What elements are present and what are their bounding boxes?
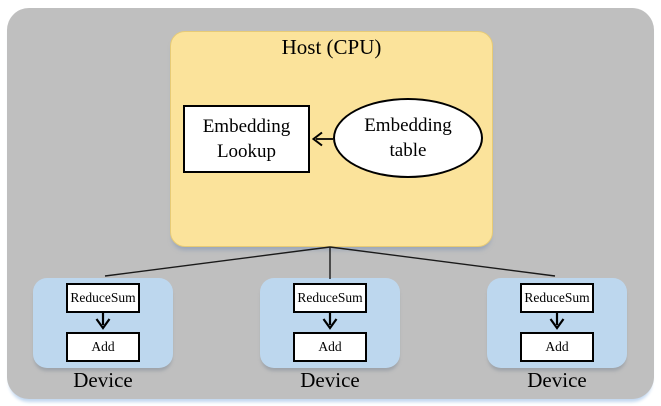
embedding-table-node: Embedding table xyxy=(333,98,483,178)
embedding-lookup-line1: Embedding xyxy=(202,116,291,137)
reducesum-label: ReduceSum xyxy=(524,290,590,305)
arrow-down-icon xyxy=(322,312,338,330)
device-group: ReduceSum Add xyxy=(260,278,400,368)
device-group: ReduceSum Add xyxy=(33,278,173,368)
embedding-table-line2: table xyxy=(389,140,427,161)
reducesum-node: ReduceSum xyxy=(520,283,594,313)
add-label: Add xyxy=(318,339,342,354)
arrow-down-icon xyxy=(95,312,111,330)
reducesum-label: ReduceSum xyxy=(70,290,136,305)
add-node: Add xyxy=(520,332,594,362)
arrow-down-icon xyxy=(549,312,565,330)
embedding-lookup-node: Embedding Lookup xyxy=(183,105,310,173)
device-label: Device xyxy=(73,368,133,392)
embedding-lookup-line2: Lookup xyxy=(216,141,277,162)
add-label: Add xyxy=(91,339,115,354)
device-label: Device xyxy=(527,368,587,392)
device-group: ReduceSum Add xyxy=(487,278,627,368)
reducesum-node: ReduceSum xyxy=(66,283,140,313)
add-label: Add xyxy=(545,339,569,354)
reducesum-label: ReduceSum xyxy=(297,290,363,305)
add-node: Add xyxy=(293,332,367,362)
device-label: Device xyxy=(300,368,360,392)
add-node: Add xyxy=(66,332,140,362)
reducesum-node: ReduceSum xyxy=(293,283,367,313)
host-cpu-title: Host (CPU) xyxy=(281,35,382,59)
embedding-table-line1: Embedding xyxy=(364,115,452,136)
